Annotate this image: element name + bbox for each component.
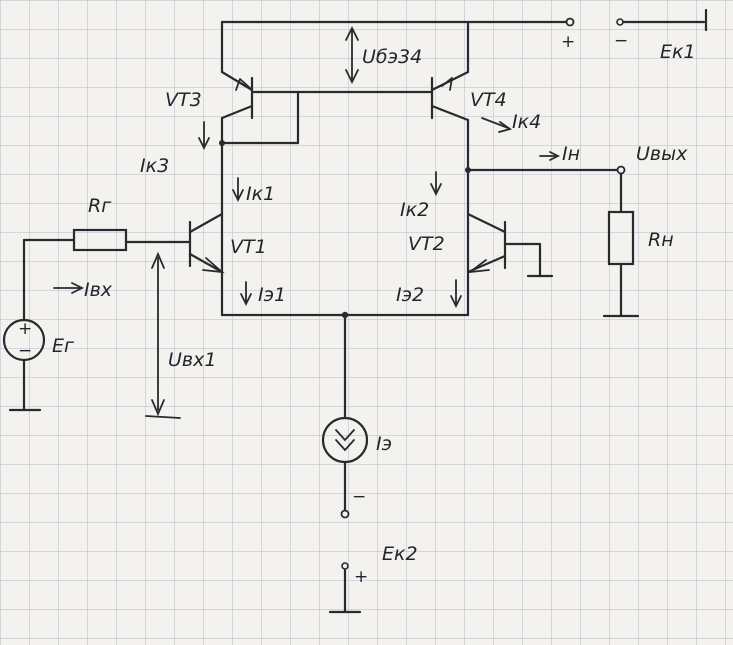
transistor-vt2: VT2 <box>408 212 554 278</box>
transistor-vt3: VT3 <box>165 20 300 317</box>
vt4-label: VT4 <box>470 89 507 111</box>
uvx1-arrow: Uвх1 <box>145 251 216 419</box>
resistor-rn: Rн <box>602 172 674 318</box>
ube34-arrow: Uбэ34 <box>345 25 422 85</box>
transistor-vt1: VT1 <box>188 212 267 274</box>
ie2-label: Iэ2 <box>396 284 424 306</box>
eg-label: Eг <box>52 335 75 357</box>
ik3-arrow: Iк3 <box>140 121 210 177</box>
ek2-label: Eк2 <box>382 543 418 565</box>
vt3-label: VT3 <box>165 89 202 111</box>
ik2-arrow: Iк2 <box>400 171 442 221</box>
emitter-bus <box>220 311 470 420</box>
ik2-label: Iк2 <box>400 199 429 221</box>
ie2-arrow: Iэ2 <box>396 279 462 309</box>
transistor-vt4: VT4 <box>430 20 507 317</box>
vt1-label: VT1 <box>230 236 267 258</box>
ik1-arrow: Iк1 <box>232 177 275 205</box>
ie-label: Iэ <box>376 433 392 455</box>
ik1-label: Iк1 <box>246 183 275 205</box>
ek1-label: Eк1 <box>660 41 696 63</box>
rn-label: Rн <box>648 229 674 251</box>
ivx-label: Iвх <box>84 279 113 301</box>
ik4-label: Iк4 <box>512 111 541 133</box>
ik3-label: Iк3 <box>140 155 169 177</box>
ek2-terminal: + Eк2 <box>328 543 418 614</box>
in-label: Iн <box>562 143 580 165</box>
ie1-label: Iэ1 <box>258 284 286 306</box>
ivx-arrow: Iвх <box>53 279 113 301</box>
rg-label: Rг <box>88 195 112 217</box>
ek1-plus-sign: + <box>561 32 575 52</box>
ek2-plus-sign: + <box>354 567 368 587</box>
ek2-minus-sign: − <box>352 487 366 507</box>
current-source-ie: Iэ − <box>321 416 392 519</box>
ube34-label: Uбэ34 <box>362 46 422 68</box>
top-supply-rail: + − Eк1 <box>220 8 708 63</box>
ik4-arrow: Iк4 <box>481 111 541 133</box>
output-node: Iн Uвых <box>465 143 688 175</box>
ie1-arrow: Iэ1 <box>240 281 286 307</box>
voltage-source-eg: + − Eг <box>2 238 75 412</box>
uvx1-label: Uвх1 <box>168 349 216 371</box>
resistor-rg: Rг <box>22 195 192 252</box>
eg-minus-sign: − <box>18 341 32 361</box>
eg-plus-sign: + <box>18 319 32 339</box>
ek1-minus-sign: − <box>614 31 628 51</box>
vt2-label: VT2 <box>408 233 445 255</box>
uvyx-label: Uвых <box>636 143 688 165</box>
